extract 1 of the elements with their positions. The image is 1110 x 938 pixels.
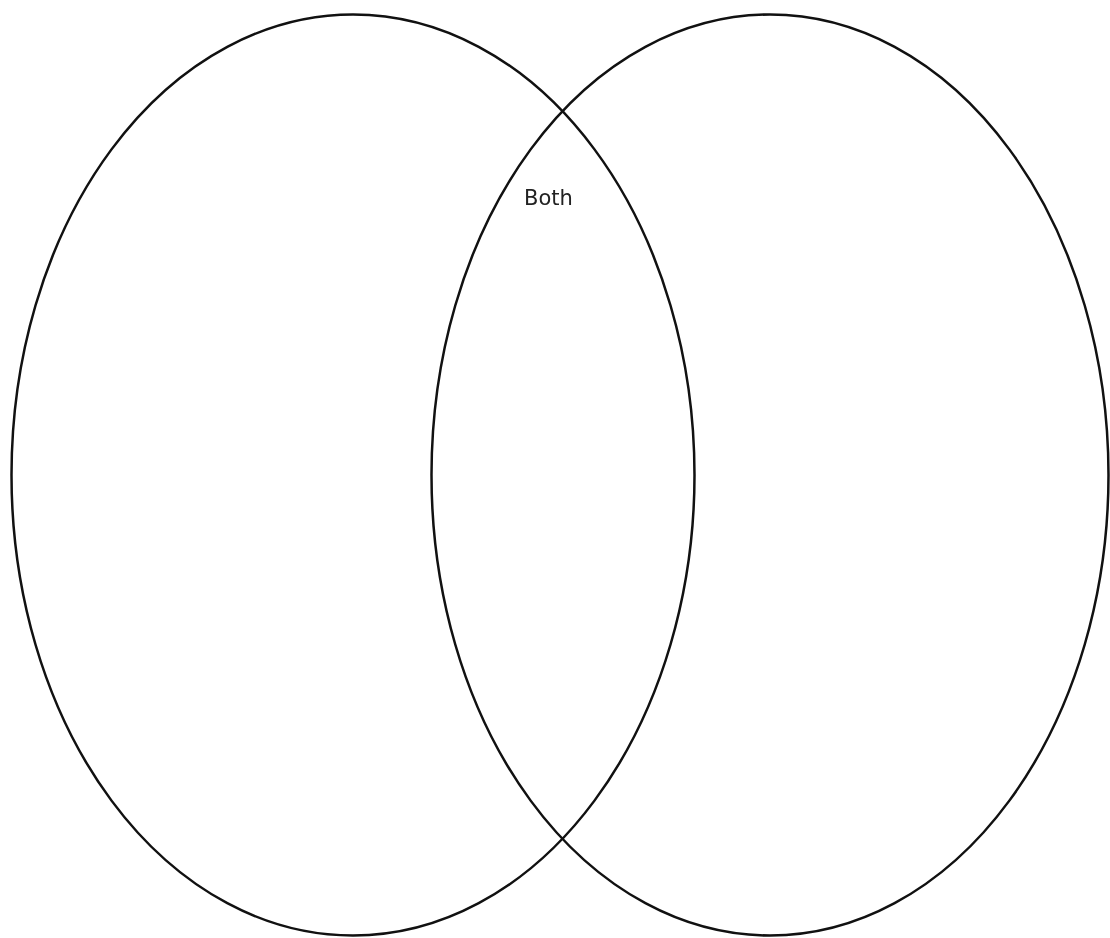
overlap-label: Both xyxy=(524,186,573,210)
